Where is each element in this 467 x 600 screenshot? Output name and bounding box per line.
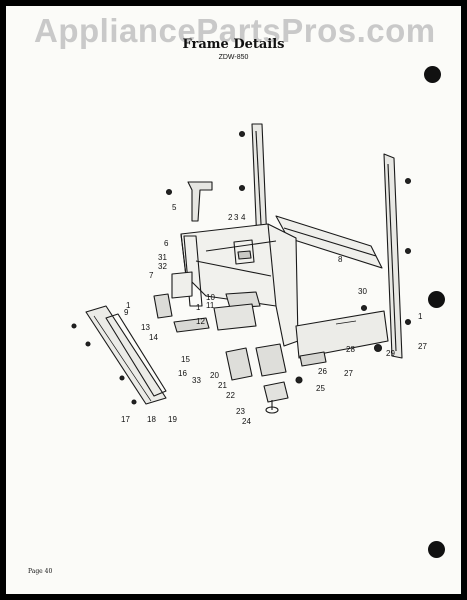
label-7: 7 <box>149 271 154 280</box>
punch-hole-middle <box>428 291 445 308</box>
label-27b: 27 <box>418 342 427 351</box>
label-1c: 1 <box>196 303 201 312</box>
label-5: 5 <box>172 203 177 212</box>
label-16: 16 <box>178 369 187 378</box>
label-25: 25 <box>316 384 325 393</box>
parts-diagram-page: AppliancePartsPros.com Frame Details ZDW… <box>6 6 461 594</box>
punch-hole-top <box>424 66 441 83</box>
label-22: 22 <box>226 391 235 400</box>
label-26: 26 <box>318 367 327 376</box>
label-28: 28 <box>346 345 355 354</box>
label-3: 3 <box>234 213 239 222</box>
label-15: 15 <box>181 355 190 364</box>
model-number: ZDW-850 <box>218 54 249 61</box>
label-8: 8 <box>338 255 343 264</box>
label-4: 4 <box>241 213 246 222</box>
label-20: 20 <box>210 371 219 380</box>
label-19: 19 <box>168 415 177 424</box>
frame-parts <box>71 123 412 414</box>
label-32: 32 <box>158 262 167 271</box>
exploded-frame-drawing: 1 2 3 4 5 6 7 8 9 10 11 12 13 14 15 16 1… <box>71 123 427 426</box>
label-17: 17 <box>121 415 130 424</box>
label-14: 14 <box>149 333 158 342</box>
label-18: 18 <box>147 415 156 424</box>
callout-labels: 1 2 3 4 5 6 7 8 9 10 11 12 13 14 15 16 1… <box>121 203 427 426</box>
label-1b: 1 <box>418 312 423 321</box>
label-2: 2 <box>228 213 233 222</box>
label-31: 31 <box>158 253 167 262</box>
punch-hole-bottom <box>428 541 445 558</box>
label-9: 9 <box>124 308 129 317</box>
label-23: 23 <box>236 407 245 416</box>
diagram-title: Frame Details <box>182 37 285 52</box>
label-21: 21 <box>218 381 227 390</box>
label-1a: 1 <box>126 301 131 310</box>
label-24: 24 <box>242 417 251 426</box>
label-13: 13 <box>141 323 150 332</box>
label-29: 29 <box>386 349 395 358</box>
label-27: 27 <box>344 369 353 378</box>
site-watermark: AppliancePartsPros.com <box>34 12 436 49</box>
label-10: 10 <box>206 293 215 302</box>
label-30: 30 <box>358 287 367 296</box>
label-6: 6 <box>164 239 169 248</box>
page-number: Page 40 <box>28 568 53 575</box>
label-33: 33 <box>192 376 201 385</box>
label-11: 11 <box>206 301 215 310</box>
label-12: 12 <box>196 317 205 326</box>
